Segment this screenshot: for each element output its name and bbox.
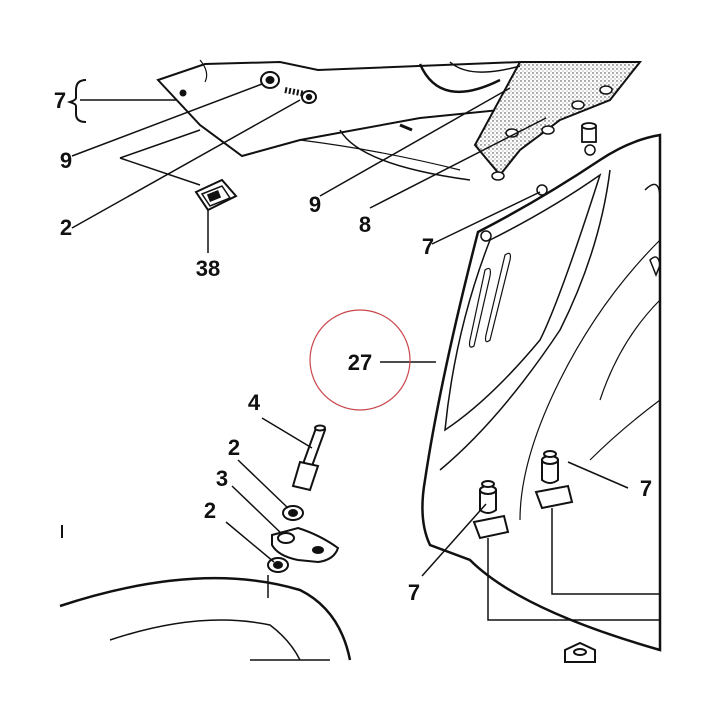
bracket-plate-group — [119, 59, 522, 212]
panel-top-stud — [581, 122, 597, 143]
callout-2-left: 2 — [60, 215, 72, 240]
nut-bottom-right — [564, 641, 596, 663]
callout-3: 3 — [216, 466, 228, 491]
brace-symbol — [66, 79, 87, 123]
cover-panel-part-27 — [421, 122, 662, 652]
callout-7-right: 7 — [640, 476, 652, 501]
wheel-arch — [59, 576, 352, 661]
callout-7-top: 7 — [54, 88, 66, 113]
callout-38: 38 — [196, 256, 220, 281]
callout-2-a: 2 — [228, 435, 240, 460]
screw-part-2 — [284, 87, 317, 104]
textured-duct — [473, 61, 643, 177]
washer-part-2-upper — [282, 505, 304, 521]
grommet-right — [534, 450, 574, 510]
leader-lines — [71, 83, 629, 598]
callouts: 7 9 2 38 9 8 7 27 4 2 3 2 7 7 — [54, 88, 652, 605]
callout-2-b: 2 — [204, 498, 216, 523]
callout-7-mid: 7 — [422, 234, 434, 259]
bracket-part-3 — [271, 526, 340, 564]
callout-8: 8 — [359, 212, 371, 237]
grommet-pair-part-7 — [472, 450, 660, 621]
callout-9-left: 9 — [60, 148, 72, 173]
callout-4: 4 — [248, 390, 261, 415]
clip-part-38 — [194, 178, 238, 212]
callout-9-mid: 9 — [309, 192, 321, 217]
pin-part-4 — [291, 424, 327, 492]
bracket-plate — [156, 60, 522, 158]
highlight-circle — [309, 309, 411, 411]
callout-7-bottom: 7 — [408, 580, 420, 605]
callout-27: 27 — [348, 350, 372, 375]
